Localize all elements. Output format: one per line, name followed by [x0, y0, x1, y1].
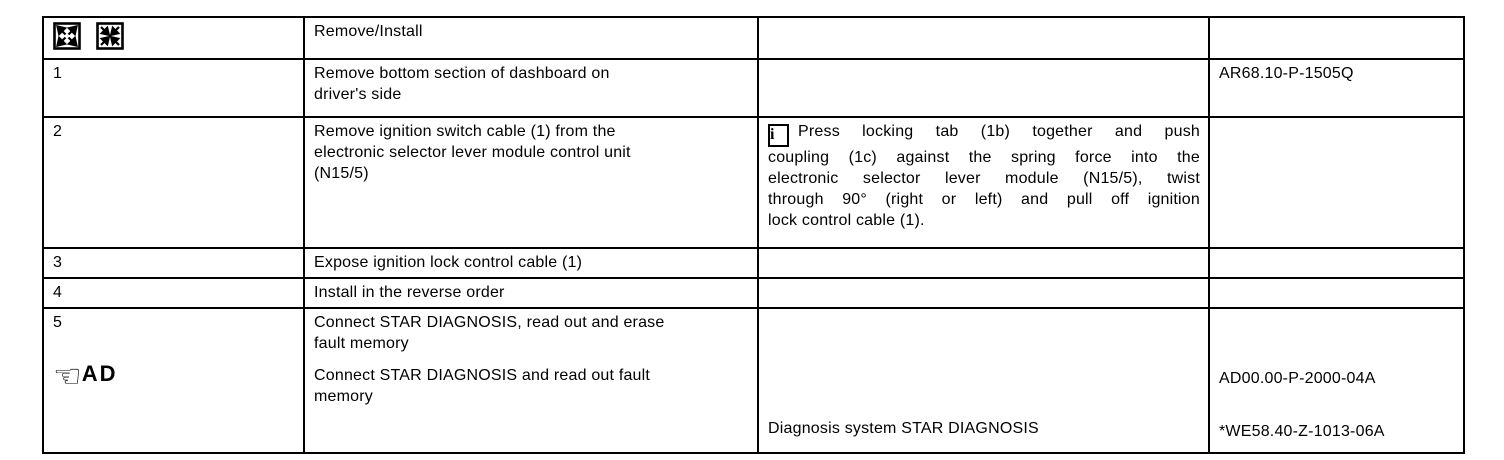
step-procedure-cell: Connect STAR DIAGNOSIS, read out and era…: [303, 307, 759, 454]
step-row-2: 2 Remove ignition switch cable (1) from …: [42, 116, 1465, 249]
procedure-line: fault memory: [314, 335, 409, 352]
step-row-3: 3 Expose ignition lock control cable (1): [42, 247, 1465, 279]
step-note-cell: [757, 58, 1210, 118]
procedure-line: Remove ignition switch cable (1) from th…: [314, 123, 616, 140]
collapse-all-icon-svg: [95, 22, 124, 50]
info-icon: i: [768, 124, 789, 147]
step-number-cell: 1: [42, 58, 305, 118]
procedure-line: Expose ignition lock control cable (1): [314, 254, 583, 271]
step-row-4: 4 Install in the reverse order: [42, 277, 1465, 309]
step-number: 2: [53, 123, 63, 140]
step-number-cell: 4: [42, 277, 305, 309]
step-number-cell: 3: [42, 247, 305, 279]
procedure-block: Connect STAR DIAGNOSIS, read out and era…: [314, 312, 749, 354]
step-procedure-cell: Remove ignition switch cable (1) from th…: [303, 116, 759, 249]
procedure-line: memory: [314, 388, 373, 405]
step-number: 5: [53, 314, 63, 331]
step-number-cell: 2: [42, 116, 305, 249]
procedure-line: driver's side: [314, 86, 402, 103]
step-doc-cell: AR68.10-P-1505Q: [1208, 58, 1465, 118]
header-icons-cell: [42, 16, 305, 60]
step-doc-cell: [1208, 116, 1465, 249]
procedure-line: Install in the reverse order: [314, 284, 505, 301]
procedure-table: Remove/Install 1 Remove bottom section o…: [42, 16, 1465, 454]
note-line: lock control cable (1).: [768, 212, 925, 229]
doc-reference-link[interactable]: AD00.00-P-2000-04A: [1219, 370, 1376, 387]
step-number-cell: 5 ☜AD: [42, 307, 305, 454]
header-empty-doc-cell: [1208, 16, 1465, 60]
note-line: i Press locking tab (1b) together and pus…: [768, 121, 1200, 147]
procedure-block: Connect STAR DIAGNOSIS and read out faul…: [314, 365, 749, 407]
step-doc-cell: AD00.00-P-2000-04A *WE58.40-Z-1013-06A: [1208, 307, 1465, 454]
doc-reference-link[interactable]: AR68.10-P-1505Q: [1219, 65, 1354, 82]
step-procedure-cell: Remove bottom section of dashboard on dr…: [303, 58, 759, 118]
diagnosis-reference[interactable]: ☜AD: [53, 360, 295, 392]
step-row-1: 1 Remove bottom section of dashboard on …: [42, 58, 1465, 118]
step-note-cell: [757, 277, 1210, 309]
step-row-5: 5 ☜AD Connect STAR DIAGNOSIS, read out a…: [42, 307, 1465, 454]
note-line: through 90° (right or left) and pull off…: [768, 191, 1200, 208]
step-note-cell: [757, 247, 1210, 279]
step-number: 4: [53, 284, 63, 301]
note-line: electronic selector lever module (N15/5)…: [768, 170, 1200, 187]
procedure-line: Connect STAR DIAGNOSIS and read out faul…: [314, 367, 651, 384]
step-note-cell: Diagnosis system STAR DIAGNOSIS: [757, 307, 1210, 454]
step-number: 1: [53, 65, 63, 82]
header-title-cell: Remove/Install: [303, 16, 759, 60]
expand-all-icon-svg: [53, 22, 81, 50]
header-empty-note-cell: [757, 16, 1210, 60]
note-line: coupling (1c) against the spring force i…: [768, 149, 1200, 166]
step-doc-cell: [1208, 247, 1465, 279]
table-title: Remove/Install: [314, 23, 423, 40]
expand-all-icon[interactable]: [53, 22, 81, 56]
procedure-line: electronic selector lever module control…: [314, 144, 631, 161]
step-procedure-cell: Install in the reverse order: [303, 277, 759, 309]
step-note-cell: i Press locking tab (1b) together and pus…: [757, 116, 1210, 249]
doc-reference-link[interactable]: *WE58.40-Z-1013-06A: [1219, 423, 1385, 440]
header-row: Remove/Install: [42, 16, 1465, 60]
step-procedure-cell: Expose ignition lock control cable (1): [303, 247, 759, 279]
procedure-line: Remove bottom section of dashboard on: [314, 65, 610, 82]
step-doc-cell: [1208, 277, 1465, 309]
procedure-line: Connect STAR DIAGNOSIS, read out and era…: [314, 314, 665, 331]
diagnosis-system-text: Diagnosis system STAR DIAGNOSIS: [768, 420, 1039, 437]
reference-label: AD: [81, 361, 118, 386]
pointing-hand-icon: ☜: [53, 357, 82, 395]
procedure-table-wrap: Remove/Install 1 Remove bottom section o…: [42, 16, 1465, 454]
note-text: Press locking tab (1b) together and push: [798, 123, 1200, 140]
step-number: 3: [53, 254, 63, 271]
collapse-all-icon[interactable]: [95, 22, 124, 56]
procedure-line: (N15/5): [314, 165, 369, 182]
